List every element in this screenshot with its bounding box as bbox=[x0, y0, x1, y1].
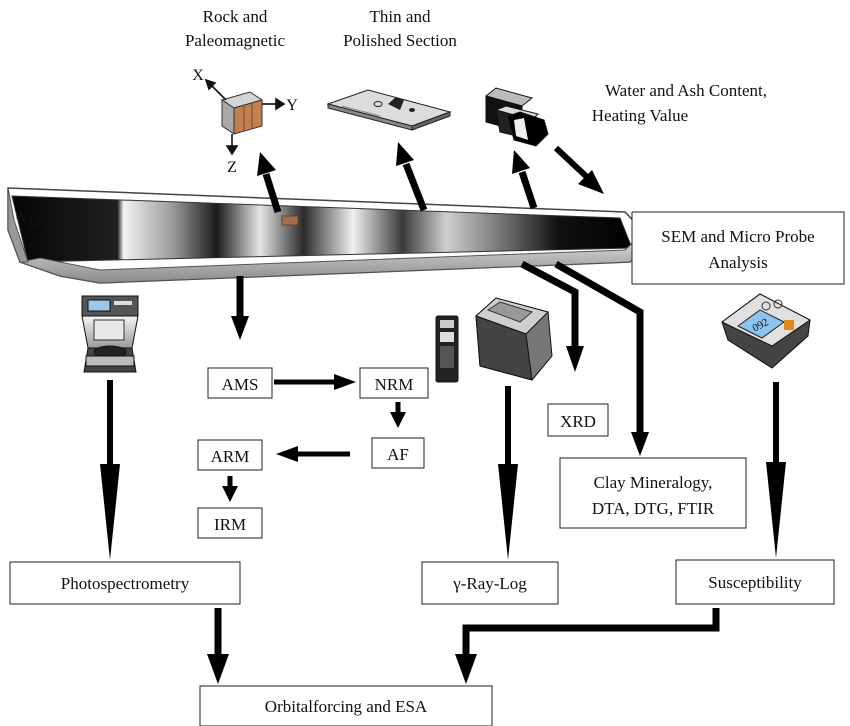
box-af bbox=[371, 437, 425, 469]
box-nrm bbox=[359, 367, 429, 399]
arrow-core-to-clay bbox=[554, 260, 644, 434]
label-sem-line1: SEM and Micro Probe bbox=[661, 227, 814, 246]
sem-box bbox=[631, 211, 845, 285]
box-xrd bbox=[547, 403, 609, 437]
arrow-core-to-xrd bbox=[520, 260, 579, 348]
label-thin-line2: Polished Section bbox=[343, 31, 457, 50]
axis-y-label: Y bbox=[286, 97, 298, 114]
label-arm: ARM bbox=[211, 447, 250, 466]
box-arm bbox=[197, 439, 263, 471]
label-rock-line2: Paleomagnetic bbox=[185, 31, 286, 50]
axes-icon bbox=[204, 78, 286, 156]
label-ams: AMS bbox=[222, 375, 259, 394]
box-susceptibility bbox=[675, 559, 835, 605]
box-clay bbox=[559, 457, 747, 529]
axis-z-label: Z bbox=[227, 159, 237, 176]
label-orbitalforcing: Orbitalforcing and ESA bbox=[265, 697, 428, 716]
axis-x-label: X bbox=[192, 67, 204, 84]
box-photospectrometry bbox=[9, 561, 241, 605]
photospectrometer-icon bbox=[81, 295, 139, 373]
label-irm: IRM bbox=[214, 515, 246, 534]
box-irm bbox=[197, 507, 263, 539]
arrow-core-to-thin-section bbox=[402, 162, 428, 212]
label-water-line2: Heating Value bbox=[592, 106, 688, 125]
arrow-to-sem bbox=[553, 145, 591, 181]
arrow-core-to-water-ash bbox=[518, 170, 538, 210]
label-af: AF bbox=[387, 445, 409, 464]
label-thin-line1: Thin and bbox=[370, 7, 431, 26]
susceptibility-meter-icon bbox=[721, 293, 811, 369]
core-sample bbox=[11, 195, 633, 263]
label-nrm: NRM bbox=[375, 375, 414, 394]
label-water-line1: Water and Ash Content, bbox=[605, 81, 767, 100]
gamma-meter-icon bbox=[435, 297, 553, 383]
arrow-core-to-paleomag bbox=[262, 172, 282, 214]
tray-end-left bbox=[7, 187, 29, 263]
label-sem-line2: Analysis bbox=[708, 253, 768, 272]
label-photospectrometry: Photospectrometry bbox=[61, 574, 190, 593]
core-tray: KAP-107 bbox=[7, 187, 652, 284]
box-orbitalforcing bbox=[199, 685, 493, 726]
label-gamma-ray-log: γ-Ray-Log bbox=[452, 574, 527, 593]
core-sample-cube bbox=[281, 215, 299, 226]
label-susceptibility: Susceptibility bbox=[708, 573, 802, 592]
box-gamma-ray-log bbox=[421, 561, 559, 605]
label-clay-line2: DTA, DTG, FTIR bbox=[592, 499, 715, 518]
label-xrd: XRD bbox=[560, 412, 596, 431]
arrows bbox=[100, 142, 786, 684]
arrow-susceptibility-to-orbital bbox=[462, 608, 720, 656]
label-clay-line1: Clay Mineralogy, bbox=[594, 473, 713, 492]
thin-section-slide-icon bbox=[326, 89, 452, 131]
paleomag-cube-icon bbox=[220, 91, 264, 135]
box-ams bbox=[207, 367, 273, 399]
water-ash-samples-icon bbox=[484, 87, 549, 147]
label-rock-line1: Rock and bbox=[203, 7, 268, 26]
